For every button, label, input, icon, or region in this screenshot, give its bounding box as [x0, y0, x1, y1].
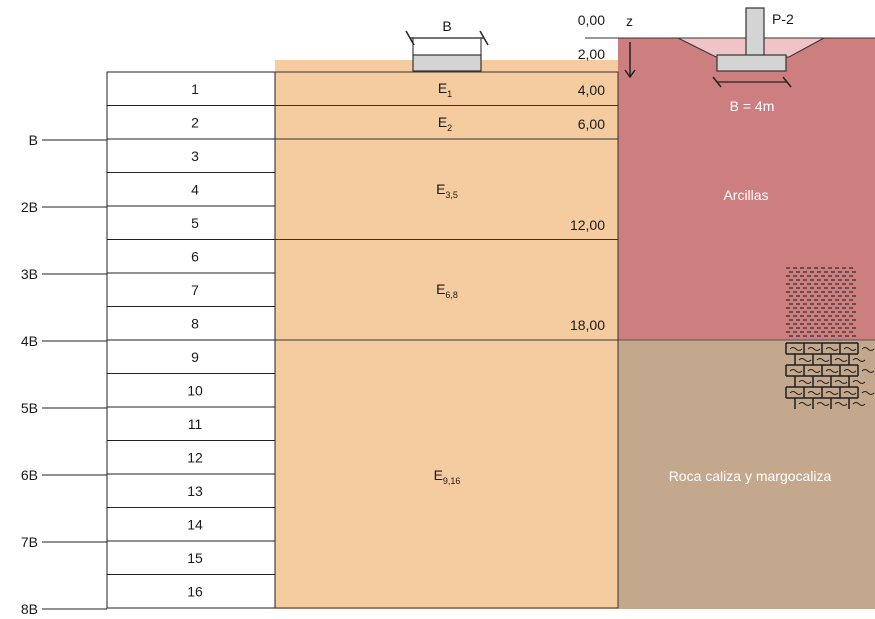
sublayer-number: 4: [191, 181, 199, 197]
brick-mark: [825, 369, 839, 373]
modulus-label: E6,8: [436, 281, 458, 300]
sublayer-cell: [106, 105, 276, 140]
depth-label: 4,00: [578, 82, 605, 98]
brick-mark: [843, 391, 857, 395]
brick-mark: [798, 402, 812, 406]
footing-width-label: B: [442, 18, 451, 34]
brick-mark: [825, 347, 839, 351]
brick-mark: [843, 369, 857, 373]
modulus-label: E9,16: [434, 467, 461, 486]
depth-label: 2,00: [578, 46, 605, 62]
sublayer-number: 11: [188, 416, 203, 432]
sublayer-number: 5: [191, 215, 199, 231]
sublayer-number: 2: [191, 114, 199, 130]
brick-mark: [816, 358, 830, 362]
clay-hatch-pattern: [786, 267, 856, 337]
rock-hatch-pattern: [785, 342, 875, 409]
depth-label: 0,00: [578, 12, 605, 28]
depth-label: 6,00: [578, 116, 605, 132]
sublayer-number: 16: [187, 583, 203, 599]
modulus-label: E2: [438, 114, 452, 133]
sublayer-cell: [106, 138, 276, 173]
scale-label: 7B: [21, 534, 38, 550]
rock-layer: [618, 340, 875, 609]
sublayer-cell: [106, 172, 276, 207]
pile-column: [745, 7, 765, 57]
brick-mark: [807, 391, 821, 395]
depth-scale: B 2B 3B 4B 5B 6B 7B 8B: [21, 132, 107, 617]
z-arrow-head-icon: [624, 69, 636, 79]
sublayer-cell: [106, 507, 276, 542]
brick-mark: [861, 347, 875, 351]
brick-mark: [861, 369, 875, 373]
footing: [412, 54, 482, 72]
z-axis-label: z: [626, 13, 633, 29]
sublayer-number: 15: [187, 550, 203, 566]
brick-mark: [861, 391, 875, 395]
sublayer-number: 10: [187, 382, 203, 398]
sublayer-number: 12: [187, 449, 203, 465]
depth-label: 18,00: [570, 317, 605, 333]
sublayer-number: 13: [187, 483, 203, 499]
brick-mark: [816, 380, 830, 384]
sublayer-number: 7: [191, 282, 199, 298]
influence-zone: [275, 60, 618, 609]
dimension-tick-left: [712, 76, 722, 88]
scale-label: B: [29, 132, 38, 148]
sublayer-number: 9: [191, 349, 199, 365]
pile-label: P-2: [772, 11, 794, 27]
sublayer-cell: [106, 205, 276, 240]
brick-mark: [816, 402, 830, 406]
sublayer-number: 3: [191, 148, 199, 164]
sublayer-cell: [106, 239, 276, 274]
brick-mark: [789, 347, 803, 351]
brick-mark: [834, 402, 848, 406]
sublayer-number: 1: [191, 81, 199, 97]
soil-name-clay: Arcillas: [723, 187, 768, 203]
brick-mark: [834, 380, 848, 384]
scale-label: 6B: [21, 467, 38, 483]
dimension-tick-right: [782, 76, 792, 88]
sublayer-number: 8: [191, 315, 199, 331]
sublayer-cell: [106, 440, 276, 475]
brick-mark: [807, 369, 821, 373]
scale-label: 2B: [21, 199, 38, 215]
soil-name-limestone: Roca caliza y margocaliza: [669, 468, 832, 484]
brick-mark: [834, 358, 848, 362]
brick-mark: [852, 380, 866, 384]
brick-mark: [807, 347, 821, 351]
brick-mark: [798, 380, 812, 384]
brick-mark: [852, 358, 866, 362]
scale-label: 8B: [21, 601, 38, 617]
brick-mark: [852, 402, 866, 406]
section-footing: [716, 54, 787, 72]
footing-tick-right: [479, 30, 489, 46]
section-footing-label: B = 4m: [730, 98, 775, 114]
scale-label: 3B: [21, 266, 38, 282]
sublayer-cell: [106, 406, 276, 441]
sublayer-cell: [106, 306, 276, 341]
depth-label: 12,00: [570, 217, 605, 233]
scale-label: 5B: [21, 400, 38, 416]
brick-mark: [789, 369, 803, 373]
brick-mark: [825, 391, 839, 395]
brick-mark: [798, 358, 812, 362]
sublayer-number: 6: [191, 248, 199, 264]
brick-mark: [789, 391, 803, 395]
scale-label: 4B: [21, 333, 38, 349]
modulus-label: E1: [438, 80, 452, 99]
sublayer-cell: [106, 574, 276, 609]
sublayer-cell: [106, 373, 276, 408]
sublayer-cell: [106, 540, 276, 575]
brick-mark: [843, 347, 857, 351]
modulus-label: E3,5: [436, 181, 458, 200]
sublayer-number: 14: [187, 516, 203, 532]
clay-layer: [618, 38, 875, 340]
